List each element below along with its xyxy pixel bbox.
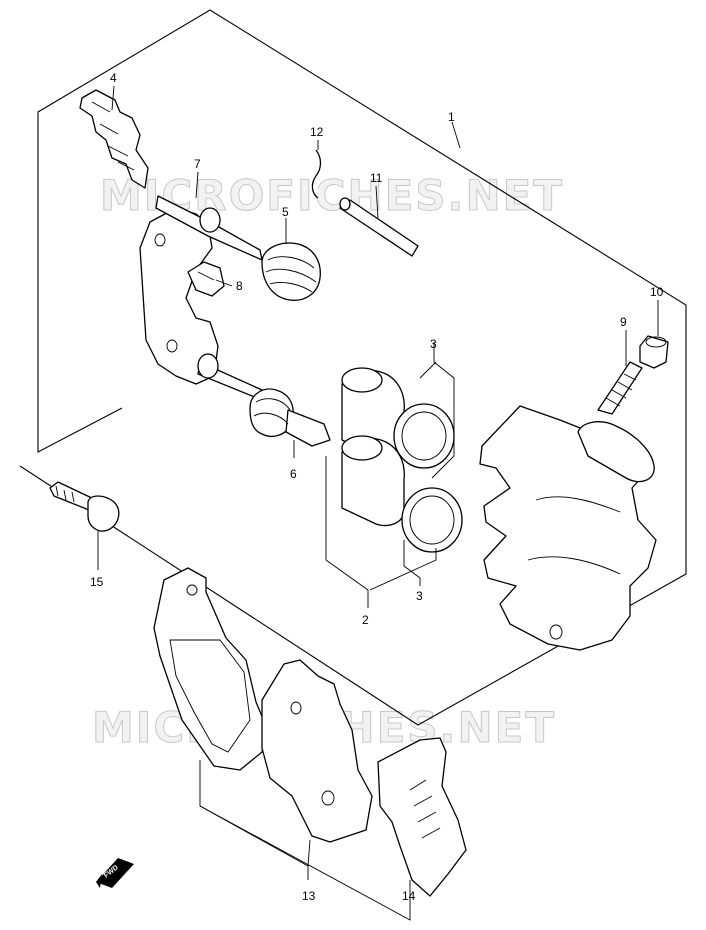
callout-15: 15 — [90, 575, 104, 589]
cap-part-10 — [639, 335, 669, 369]
caliper-body — [479, 405, 657, 651]
bolt-part-15 — [49, 481, 120, 532]
callout-3-top: 3 — [430, 337, 437, 351]
callout-8: 8 — [236, 279, 243, 293]
callout-5: 5 — [282, 205, 289, 219]
callout-4: 4 — [110, 71, 117, 85]
callout-13: 13 — [302, 889, 316, 903]
boot-part-6 — [249, 388, 331, 447]
fwd-direction-arrow: FWD — [96, 858, 134, 888]
pad-spring-part-4 — [79, 89, 149, 189]
leader-lines — [97, 85, 659, 921]
callout-9: 9 — [620, 315, 627, 329]
clip-part-12 — [311, 149, 322, 199]
callout-10: 10 — [650, 285, 664, 299]
clip-part-8 — [187, 261, 225, 297]
boot-part-5 — [261, 242, 321, 301]
callout-3-bottom: 3 — [416, 589, 423, 603]
caliper-bracket-part-7 — [139, 195, 263, 401]
callout-7: 7 — [194, 157, 201, 171]
pin-part-11 — [339, 197, 419, 257]
bleeder-part-9 — [597, 361, 643, 415]
callout-12: 12 — [310, 125, 324, 139]
callout-11: 11 — [370, 171, 383, 185]
callout-6: 6 — [290, 467, 297, 481]
callout-2: 2 — [362, 613, 369, 627]
brake-pad-part-13 — [153, 567, 373, 843]
pistons-and-seals — [341, 367, 463, 553]
callout-1: 1 — [448, 110, 455, 124]
assembly-box — [19, 9, 687, 726]
shim-part-14 — [377, 737, 467, 897]
callout-14: 14 — [402, 889, 416, 903]
